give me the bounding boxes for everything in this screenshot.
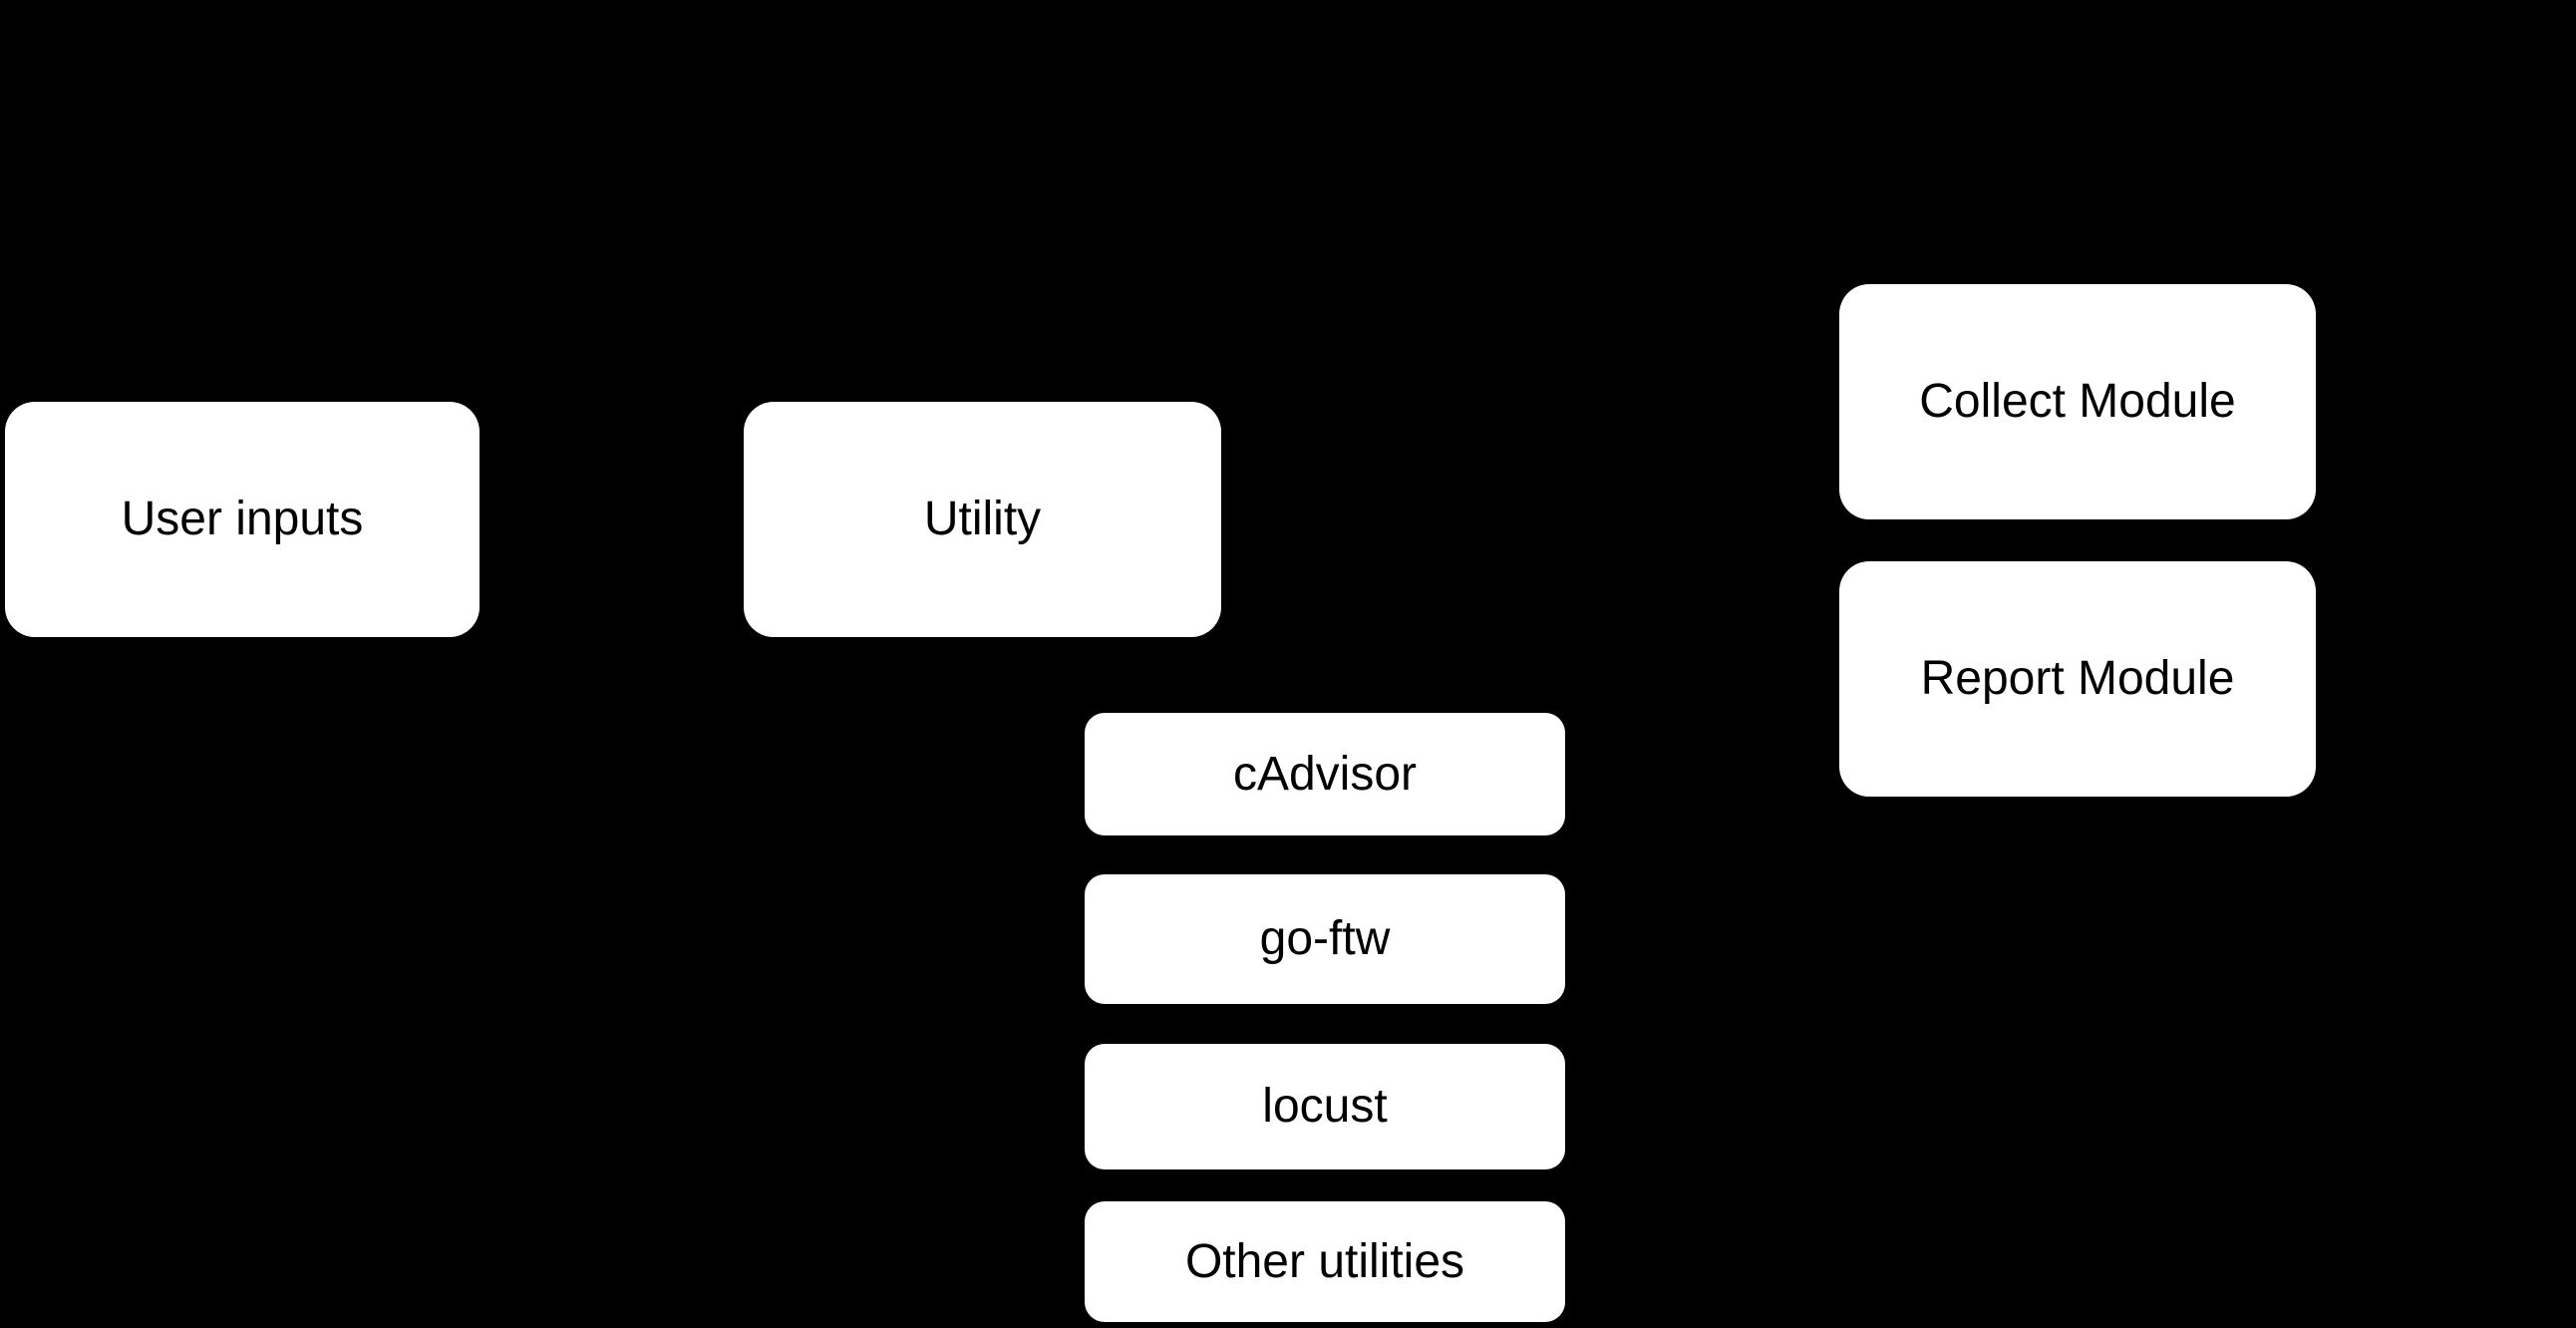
- diagram-node-label: Collect Module: [1919, 375, 2236, 428]
- diagram-node-label: Other utilities: [1184, 1234, 1465, 1288]
- diagram-node-label: locust: [1262, 1080, 1388, 1133]
- diagram-node-label: go-ftw: [1259, 912, 1391, 965]
- diagram-node-cadvisor: cAdvisor: [1085, 713, 1565, 835]
- diagram-node-report-module: Report Module: [1839, 561, 2316, 797]
- diagram-node-label: User inputs: [121, 493, 364, 545]
- diagram-node-user-inputs: User inputs: [5, 402, 480, 637]
- diagram-node-collect-module: Collect Module: [1839, 284, 2316, 519]
- diagram-node-label: cAdvisor: [1232, 747, 1418, 801]
- diagram-node-label: Utility: [923, 493, 1042, 545]
- diagram-node-go-ftw: go-ftw: [1085, 874, 1565, 1004]
- diagram-node-other-utilities: Other utilities: [1085, 1201, 1565, 1322]
- diagram-node-label: Report Module: [1920, 652, 2235, 705]
- diagram-node-utility: Utility: [744, 402, 1221, 637]
- diagram-node-locust: locust: [1085, 1044, 1565, 1169]
